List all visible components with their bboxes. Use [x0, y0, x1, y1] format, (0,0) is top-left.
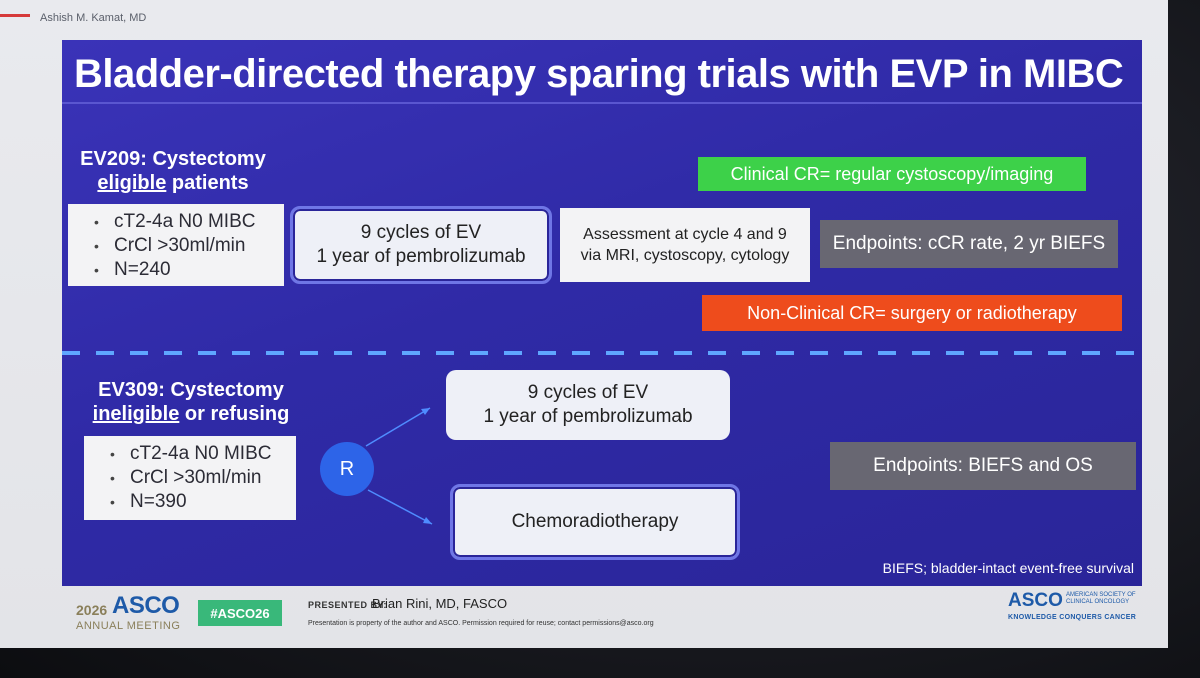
- footer-asco-logo: ASCO: [1008, 590, 1063, 611]
- randomization-circle: R: [320, 442, 374, 496]
- footer-hashtag-badge: #ASCO26: [198, 600, 282, 626]
- footer-presenter: Brian Rini, MD, FASCO: [372, 596, 508, 611]
- ev209-heading-underlined: eligible: [97, 172, 167, 194]
- header-author: Ashish M. Kamat, MD: [40, 12, 147, 24]
- clinical-cr-box: Clinical CR= regular cystoscopy/imaging: [698, 157, 1086, 191]
- red-tick-mark: [0, 14, 30, 17]
- footer-notice: Presentation is property of the author a…: [308, 620, 654, 627]
- ev309-endpoints-box: Endpoints: BIEFS and OS: [830, 442, 1136, 490]
- randomization-arrows: [365, 407, 433, 525]
- ev309-criteria-item: cT2-4a N0 MIBC: [110, 442, 286, 466]
- ev309-heading-rest: or refusing: [179, 403, 290, 425]
- footer-year: 2026: [76, 602, 108, 618]
- footer-annual-meeting: ANNUAL MEETING: [76, 620, 181, 632]
- footer-society-name: AMERICAN SOCIETY OF CLINICAL ONCOLOGY: [1066, 592, 1136, 605]
- ev309-heading-underlined: ineligible: [92, 403, 180, 425]
- ev209-treatment-line: 9 cycles of EV: [360, 222, 482, 243]
- ev209-heading: EV209: Cystectomy eligible patients: [68, 147, 278, 195]
- footnote: BIEFS; bladder-intact event-free surviva…: [882, 560, 1134, 576]
- ev309-arm-b-box: Chemoradiotherapy: [450, 484, 740, 560]
- ev209-heading-line1: EV209: Cystectomy: [80, 148, 266, 170]
- footer-asco-wordmark: ASCO: [112, 592, 180, 619]
- ev309-arm-a-box: 9 cycles of EV 1 year of pembrolizumab: [446, 370, 730, 440]
- ev209-assessment-line: Assessment at cycle 4 and 9: [583, 226, 787, 243]
- ev309-arm-a-line: 9 cycles of EV: [527, 382, 649, 403]
- projection-screen: Ashish M. Kamat, MD Bladder-directed the…: [0, 0, 1168, 648]
- ev309-criteria: cT2-4a N0 MIBC CrCl >30ml/min N=390: [84, 436, 296, 520]
- ev209-heading-rest: patients: [166, 172, 249, 194]
- ev209-criteria-item: N=240: [94, 258, 274, 282]
- ev209-treatment-box: 9 cycles of EV 1 year of pembrolizumab: [290, 206, 552, 284]
- slide-footer: 2026 ASCO ANNUAL MEETING #ASCO26 PRESENT…: [0, 590, 1168, 648]
- footer-presented-by-label: PRESENTED BY:: [308, 600, 387, 610]
- arrow-to-arm-b: [367, 489, 433, 525]
- footer-tagline: KNOWLEDGE CONQUERS CANCER: [1008, 614, 1137, 621]
- arrow-to-arm-a: [365, 407, 431, 447]
- title-divider: [62, 102, 1142, 104]
- non-clinical-cr-box: Non-Clinical CR= surgery or radiotherapy: [702, 295, 1122, 331]
- ev309-criteria-item: CrCl >30ml/min: [110, 466, 286, 490]
- ev209-criteria: cT2-4a N0 MIBC CrCl >30ml/min N=240: [68, 204, 284, 286]
- ev209-treatment-line: 1 year of pembrolizumab: [316, 246, 526, 267]
- ev209-assessment-line: via MRI, cystoscopy, cytology: [580, 247, 790, 264]
- slide: Bladder-directed therapy sparing trials …: [62, 40, 1142, 586]
- ev209-criteria-item: CrCl >30ml/min: [94, 234, 274, 258]
- ev309-heading: EV309: Cystectomy ineligible or refusing: [74, 378, 308, 426]
- ev309-heading-line1: EV309: Cystectomy: [98, 379, 284, 401]
- ev209-assessment-box: Assessment at cycle 4 and 9 via MRI, cys…: [560, 208, 810, 282]
- ev309-arm-a-line: 1 year of pembrolizumab: [483, 406, 693, 427]
- arrowhead-arm-a: [421, 408, 430, 415]
- ev209-endpoints-box: Endpoints: cCR rate, 2 yr BIEFS: [820, 220, 1118, 268]
- slide-title: Bladder-directed therapy sparing trials …: [74, 52, 1124, 96]
- arrowhead-arm-b: [423, 517, 432, 524]
- ev309-criteria-item: N=390: [110, 490, 286, 514]
- ev209-criteria-item: cT2-4a N0 MIBC: [94, 210, 274, 234]
- section-divider-dashed: [62, 351, 1142, 355]
